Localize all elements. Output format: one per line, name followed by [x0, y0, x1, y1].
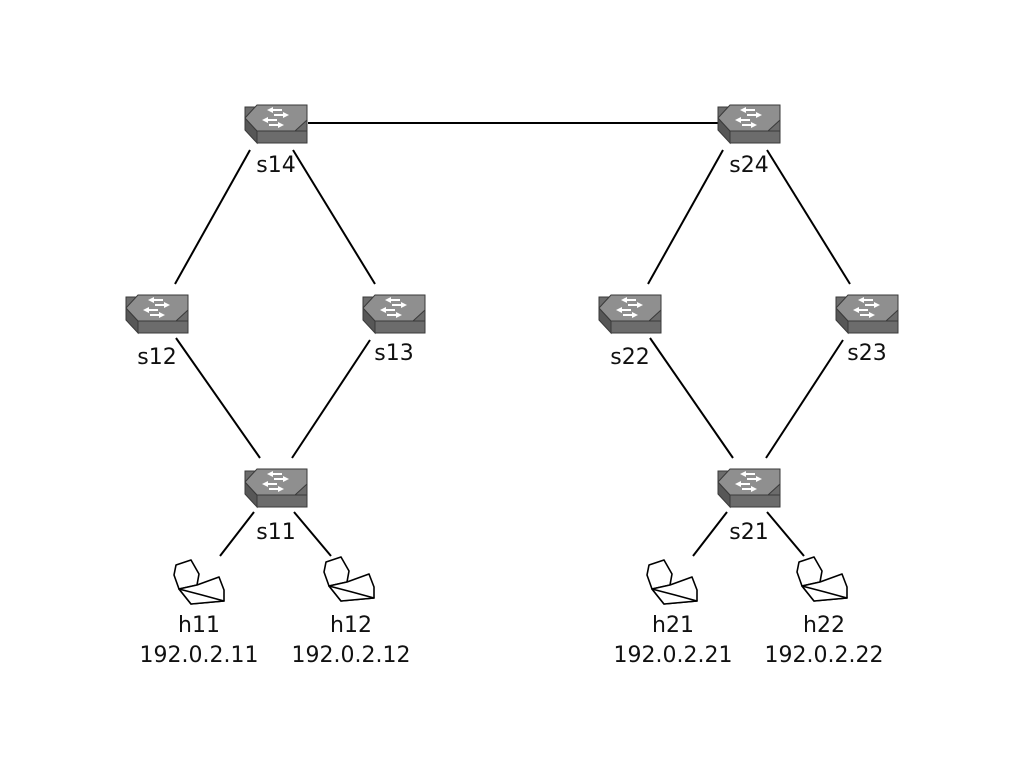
switch-label: s13	[374, 341, 413, 366]
host-h11[interactable]: h11 192.0.2.11	[140, 559, 259, 668]
host-ip: 192.0.2.21	[614, 643, 733, 668]
host-h12[interactable]: h12 192.0.2.12	[292, 556, 411, 668]
switch-label: s14	[256, 153, 295, 178]
link-s24-s23	[766, 149, 851, 285]
laptop-icon	[173, 559, 225, 605]
network-switch-icon	[244, 104, 308, 144]
network-switch-icon	[835, 294, 899, 334]
link-s12-s11	[175, 337, 261, 459]
host-h22[interactable]: h22 192.0.2.22	[765, 556, 884, 668]
switch-label: s21	[729, 520, 768, 545]
links-layer	[174, 122, 851, 557]
link-s13-s11	[291, 339, 371, 459]
switch-s13[interactable]: s13	[362, 294, 426, 366]
network-switch-icon	[362, 294, 426, 334]
host-h21[interactable]: h21 192.0.2.21	[614, 559, 733, 668]
laptop-icon	[796, 556, 848, 602]
link-s11-h12	[293, 511, 332, 557]
laptop-icon	[323, 556, 375, 602]
host-ip: 192.0.2.22	[765, 643, 884, 668]
switch-s11[interactable]: s11	[244, 468, 308, 545]
switch-s23[interactable]: s23	[835, 294, 899, 366]
link-s24-s22	[647, 149, 724, 285]
link-s23-s21	[765, 339, 844, 459]
switch-s21[interactable]: s21	[717, 468, 781, 545]
switch-label: s12	[137, 345, 176, 370]
link-s21-h22	[766, 511, 805, 557]
switch-label: s24	[729, 153, 768, 178]
laptop-icon	[646, 559, 698, 605]
switch-s12[interactable]: s12	[125, 294, 189, 370]
host-label: h21	[652, 613, 694, 638]
host-ip: 192.0.2.11	[140, 643, 259, 668]
network-switch-icon	[598, 294, 662, 334]
switch-s22[interactable]: s22	[598, 294, 662, 370]
switch-s14[interactable]: s14	[244, 104, 308, 178]
host-label: h22	[803, 613, 845, 638]
link-s11-h11	[219, 511, 255, 557]
host-label: h11	[178, 613, 220, 638]
link-s21-h21	[692, 511, 728, 557]
link-s14-s13	[292, 149, 376, 285]
switch-label: s23	[847, 341, 886, 366]
network-switch-icon	[244, 468, 308, 508]
link-s14-s12	[174, 149, 251, 285]
network-switch-icon	[125, 294, 189, 334]
host-label: h12	[330, 613, 372, 638]
host-ip: 192.0.2.12	[292, 643, 411, 668]
network-switch-icon	[717, 104, 781, 144]
link-s22-s21	[649, 337, 734, 459]
switch-label: s11	[256, 520, 295, 545]
switch-label: s22	[610, 345, 649, 370]
switch-s24[interactable]: s24	[717, 104, 781, 178]
network-switch-icon	[717, 468, 781, 508]
